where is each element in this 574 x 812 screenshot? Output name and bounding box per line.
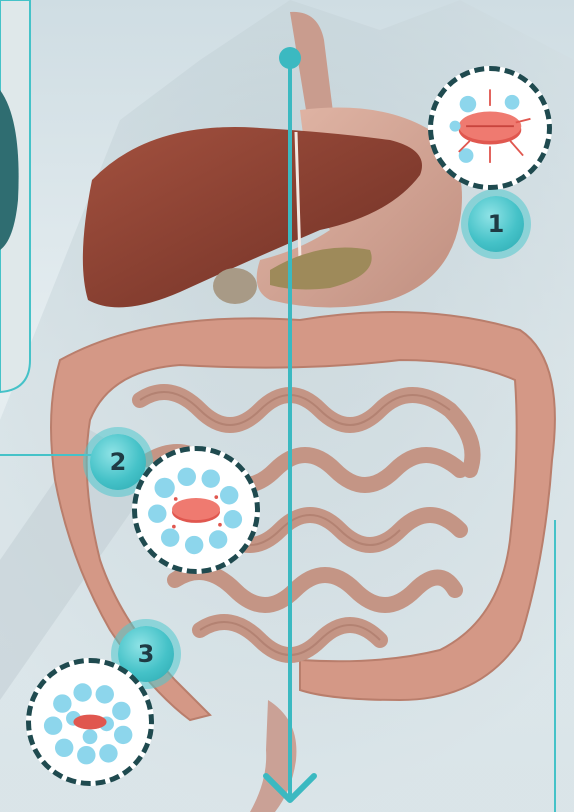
gallbladder: [213, 268, 257, 304]
step-badge-1: 1: [468, 196, 524, 252]
tablet-detail-circle-2: [132, 446, 260, 574]
tablet-dissolved-icon: [31, 663, 149, 781]
tablet-detail-circle-3: [26, 658, 154, 786]
step-number: 2: [110, 448, 127, 476]
tablet-intact-icon: [433, 71, 547, 185]
tablet-dispersing-icon: [137, 451, 255, 569]
step-number: 1: [488, 210, 505, 238]
tablet-detail-circle-1: [428, 66, 552, 190]
